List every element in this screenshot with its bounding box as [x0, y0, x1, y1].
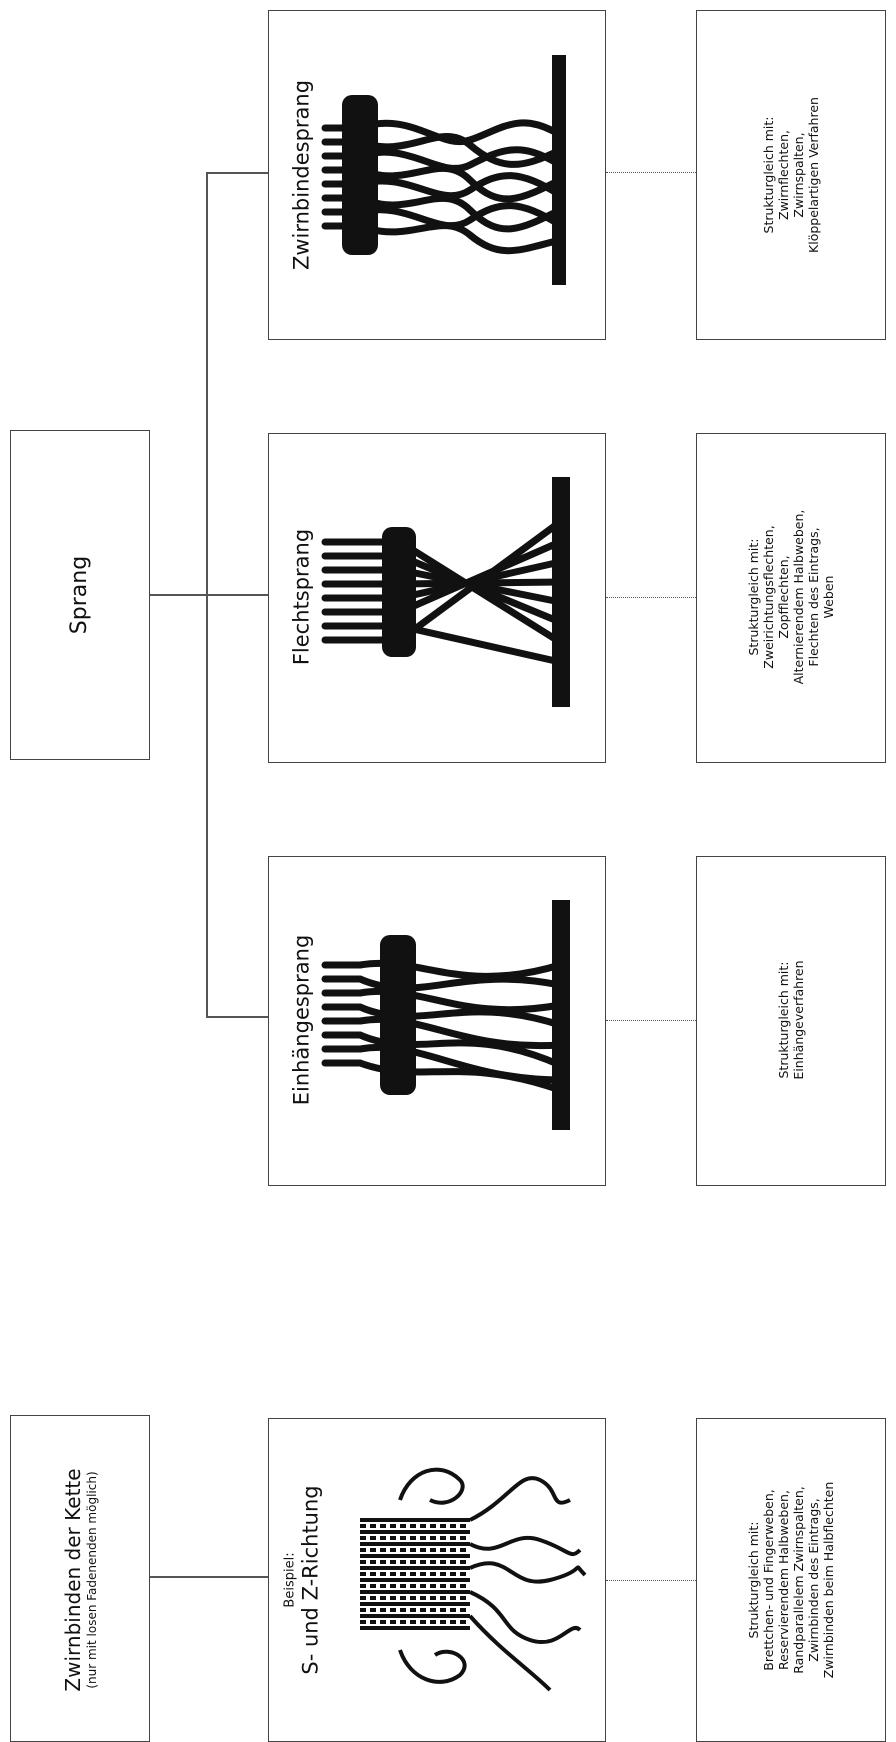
warp-twining-box: [10, 1415, 150, 1742]
zwirnbindesprang-related-box: [696, 10, 886, 340]
flechtsprang-illustration: [321, 477, 570, 707]
warp-twining-example-title: S- und Z-Richtung: [298, 1485, 323, 1675]
warp-twining-heading: Zwirnbinden der Kette (nur mit losen Fad…: [61, 1468, 99, 1691]
zwirnbindesprang-related: Strukturgleich mit:Zwirnflechten, Zwirns…: [761, 97, 821, 253]
flechtsprang-related-box: [696, 433, 886, 763]
connector-flecht: [206, 594, 268, 596]
einhaengesprang-related: Strukturgleich mit:Einhängeverfahren: [776, 960, 806, 1080]
flechtsprang-link: [606, 597, 696, 598]
einhaengesprang-illustration: [321, 900, 570, 1130]
warp-twining-example-label: Beispiel:: [282, 1552, 298, 1608]
zwirnbindesprang-illustration: [321, 55, 566, 285]
connector-zwirnbinde: [206, 172, 268, 174]
sprang-box: [10, 430, 150, 760]
warp-twining-link: [606, 1580, 696, 1581]
sprang-title: Sprang: [66, 555, 92, 635]
warp-twining-related: Strukturgleich mit:Brettchen- und Finger…: [746, 1481, 836, 1679]
zwirnbindesprang-link: [606, 172, 696, 173]
flechtsprang-related: Strukturgleich mit:Zweirichtungsflechten…: [746, 509, 836, 685]
warp-twining-example-heading: Beispiel: S- und Z-Richtung: [283, 1485, 324, 1674]
warp-twining-title: Zwirnbinden der Kette: [60, 1468, 85, 1692]
connector-root: [150, 594, 207, 596]
zwirnbindesprang-title: Zwirnbindesprang: [289, 79, 314, 271]
connector-einhaenge: [206, 1016, 268, 1018]
connector-warp-twining: [150, 1576, 268, 1578]
flechtsprang-title: Flechtsprang: [289, 528, 314, 666]
einhaengesprang-related-box: [696, 856, 886, 1186]
einhaengesprang-title: Einhängesprang: [289, 934, 314, 1106]
warp-twining-related-box: [696, 1418, 886, 1742]
zwirnbindesprang-box: [268, 10, 606, 340]
warp-twining-subtitle: (nur mit losen Fadenenden möglich): [84, 1471, 99, 1689]
warp-twining-illustration: [360, 1467, 587, 1692]
einhaengesprang-link: [606, 1020, 696, 1021]
